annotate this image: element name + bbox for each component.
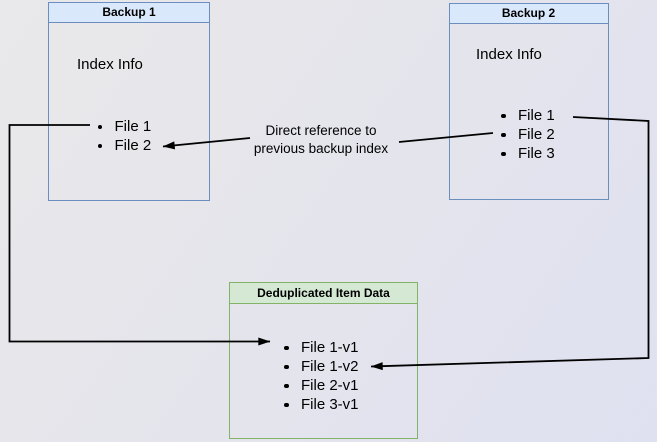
file-list-item: File 1-v2 [284,357,359,376]
direct-reference-annotation: Direct reference to previous backup inde… [236,122,406,157]
backup1-index-info-label: Index Info [77,56,143,73]
file-list-item: File 3 [501,144,555,163]
file-list-item: File 1 [501,106,555,125]
file-list-item: File 3-v1 [284,395,359,414]
backup2-title: Backup 2 [449,4,608,24]
file-list-item: File 1 [97,117,151,136]
file-list-item: File 2-v1 [284,376,359,395]
dedup-title: Deduplicated Item Data [230,283,417,304]
annotation-line2: previous backup index [253,140,389,156]
annotation-line1: Direct reference to [265,123,377,138]
backup1-title: Backup 1 [49,3,209,23]
backup2-index-info-label: Index Info [476,46,542,63]
file-list-item: File 1-v1 [284,338,359,357]
file-list-item: File 2 [97,136,151,155]
file-list-item: File 2 [501,125,555,144]
